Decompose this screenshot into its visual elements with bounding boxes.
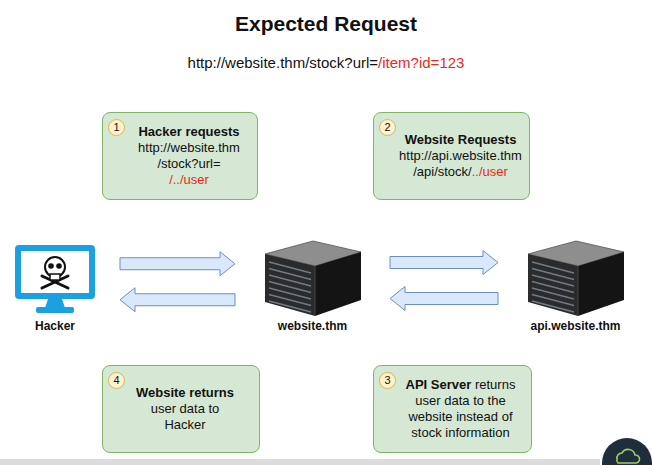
server-edge: [315, 266, 316, 316]
monitor-icon: [10, 243, 100, 319]
server-grille: [269, 269, 311, 280]
box-content: API Serverreturns user data to the websi…: [396, 377, 525, 441]
monitor-base: [36, 307, 74, 313]
help-widget: [602, 438, 652, 465]
request-url-line: http://website.thm/stock?url=/item?id=12…: [0, 54, 652, 71]
step-box: API Serverreturns user data to the websi…: [373, 365, 532, 453]
server-front: [265, 254, 315, 316]
url-label: /item?id=123: [378, 54, 464, 71]
monitor-screen: [21, 251, 89, 293]
server-grille: [532, 301, 574, 312]
box-heading: Hacker requests: [127, 124, 251, 140]
server-grille: [532, 262, 574, 273]
box-heading: Website Requests: [396, 132, 525, 148]
box-body: http://website.thm /stock?url=: [127, 140, 251, 172]
step-box: Hacker requestshttp://website.thm /stock…: [102, 112, 258, 200]
server-icon: [518, 238, 633, 319]
node-caption: Hacker: [10, 319, 100, 333]
step-box: Website Requestshttp://api.website.thm /…: [373, 112, 530, 200]
step-box: Website returnsuser data to Hacker 4: [102, 365, 260, 453]
box-content: Hacker requestshttp://website.thm /stock…: [127, 124, 251, 188]
skull-jaw: [50, 274, 60, 280]
node-caption: api.website.thm: [518, 319, 633, 333]
monitor-neck: [45, 299, 65, 308]
server-icon: [255, 238, 370, 319]
server-node: website.thm: [255, 238, 370, 333]
server-grille: [269, 288, 311, 299]
server-edge: [578, 266, 579, 316]
server-node: api.website.thm: [518, 238, 633, 333]
box-content: Website Requestshttp://api.website.thm /…: [396, 132, 525, 180]
scroll-bar: [0, 459, 600, 465]
server-grille: [532, 282, 574, 293]
box-heading: API Server: [406, 377, 472, 392]
server-grille: [269, 282, 311, 293]
payload-text: /../user: [127, 172, 251, 188]
monitor-frame: [15, 245, 95, 299]
block-arrow: [120, 288, 235, 312]
box-content: Website returnsuser data to Hacker: [133, 385, 237, 433]
callout-number: 3: [379, 372, 396, 389]
callout-number: 4: [108, 372, 125, 389]
server-grille: [532, 288, 574, 299]
server-side: [315, 252, 361, 316]
server-grille: [532, 295, 574, 306]
skull-eye: [48, 263, 54, 269]
diagram-title: Expected Request: [0, 12, 652, 36]
payload-text: ../user: [472, 164, 508, 179]
cloud-icon: [617, 449, 640, 463]
server-grille: [269, 262, 311, 273]
server-grille: [532, 275, 574, 286]
block-arrow: [390, 287, 498, 311]
callout-number: 1: [108, 119, 125, 136]
node-caption: website.thm: [255, 319, 370, 333]
server-grille: [269, 301, 311, 312]
box-body: user data to Hacker: [133, 401, 237, 433]
block-arrow: [390, 251, 498, 275]
callout-number: 2: [379, 119, 396, 136]
box-heading: Website returns: [133, 385, 237, 401]
server-side: [578, 252, 624, 316]
server-grille: [532, 269, 574, 280]
skull-eye: [56, 263, 62, 269]
hacker-computer: Hacker: [10, 243, 100, 333]
server-grille: [269, 295, 311, 306]
server-grille: [269, 275, 311, 286]
url-label: http://website.thm/stock?url=: [188, 54, 379, 71]
block-arrow: [120, 252, 235, 276]
server-front: [528, 254, 578, 316]
